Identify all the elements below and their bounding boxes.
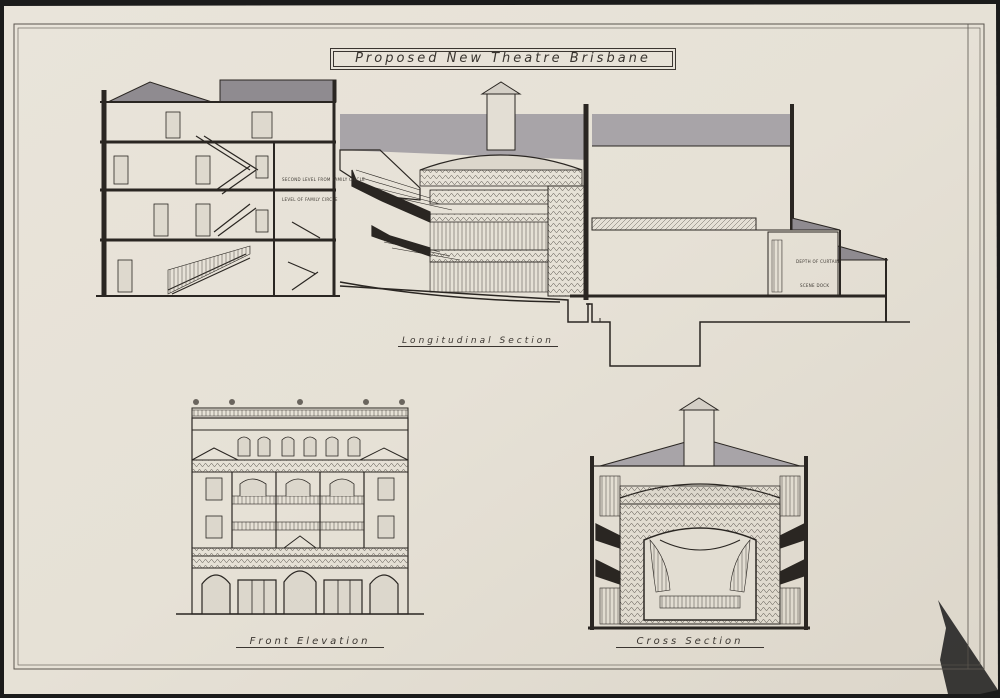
- front-elevation-label: Front Elevation: [236, 636, 384, 648]
- front-elevation: [176, 399, 424, 615]
- cross-section-label: Cross Section: [616, 636, 764, 648]
- annotation-scene-dock: SCENE DOCK: [800, 283, 830, 288]
- longitudinal-section-label: Longitudinal Section: [398, 336, 558, 347]
- drawing-title: Proposed New Theatre Brisbane: [330, 48, 676, 70]
- border-frame: [13, 23, 985, 670]
- annotation-curtain: DEPTH OF CURTAIN: [796, 259, 840, 264]
- annotation-family-circle: LEVEL OF FAMILY CIRCLE: [282, 197, 338, 202]
- longitudinal-section: [96, 79, 910, 367]
- annotation-second-level: SECOND LEVEL FROM FAMILY CIRCLE: [282, 177, 365, 182]
- cross-section: [588, 397, 810, 630]
